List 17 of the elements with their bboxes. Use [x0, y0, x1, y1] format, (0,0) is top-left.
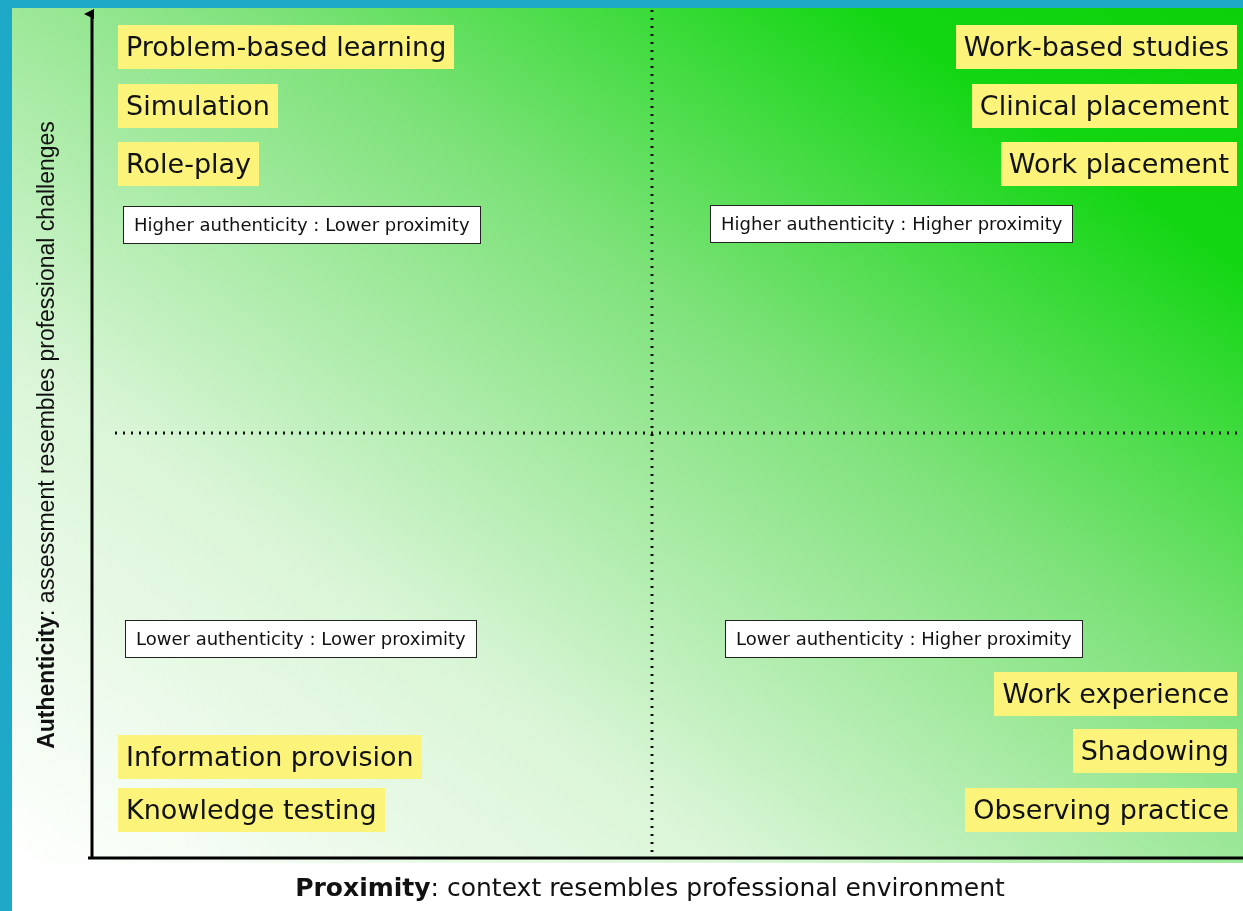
- highlighted-label: Role-play: [118, 142, 260, 186]
- highlighted-label: Simulation: [118, 84, 278, 128]
- quadrant-label: Higher authenticity : Lower proximity: [123, 206, 481, 244]
- highlighted-label: Work experience: [994, 672, 1237, 716]
- axis-title: Authenticity: assessment resembles professional challenges: [32, 121, 60, 749]
- quadrant-label: Higher authenticity : Higher proximity: [710, 205, 1074, 243]
- axis-title: Proximity: context resembles professional environment: [295, 872, 1005, 902]
- highlighted-label: Observing practice: [965, 788, 1237, 832]
- highlighted-label: Work-based studies: [955, 25, 1237, 69]
- highlighted-label: Shadowing: [1072, 729, 1237, 773]
- highlighted-label: Knowledge testing: [118, 788, 385, 832]
- quadrant-label: Lower authenticity : Lower proximity: [125, 620, 477, 658]
- highlighted-label: Work placement: [1000, 142, 1237, 186]
- quadrant-label: Lower authenticity : Higher proximity: [725, 620, 1083, 658]
- highlighted-label: Clinical placement: [971, 84, 1237, 128]
- highlighted-label: Information provision: [118, 735, 422, 779]
- highlighted-label: Problem-based learning: [118, 25, 455, 69]
